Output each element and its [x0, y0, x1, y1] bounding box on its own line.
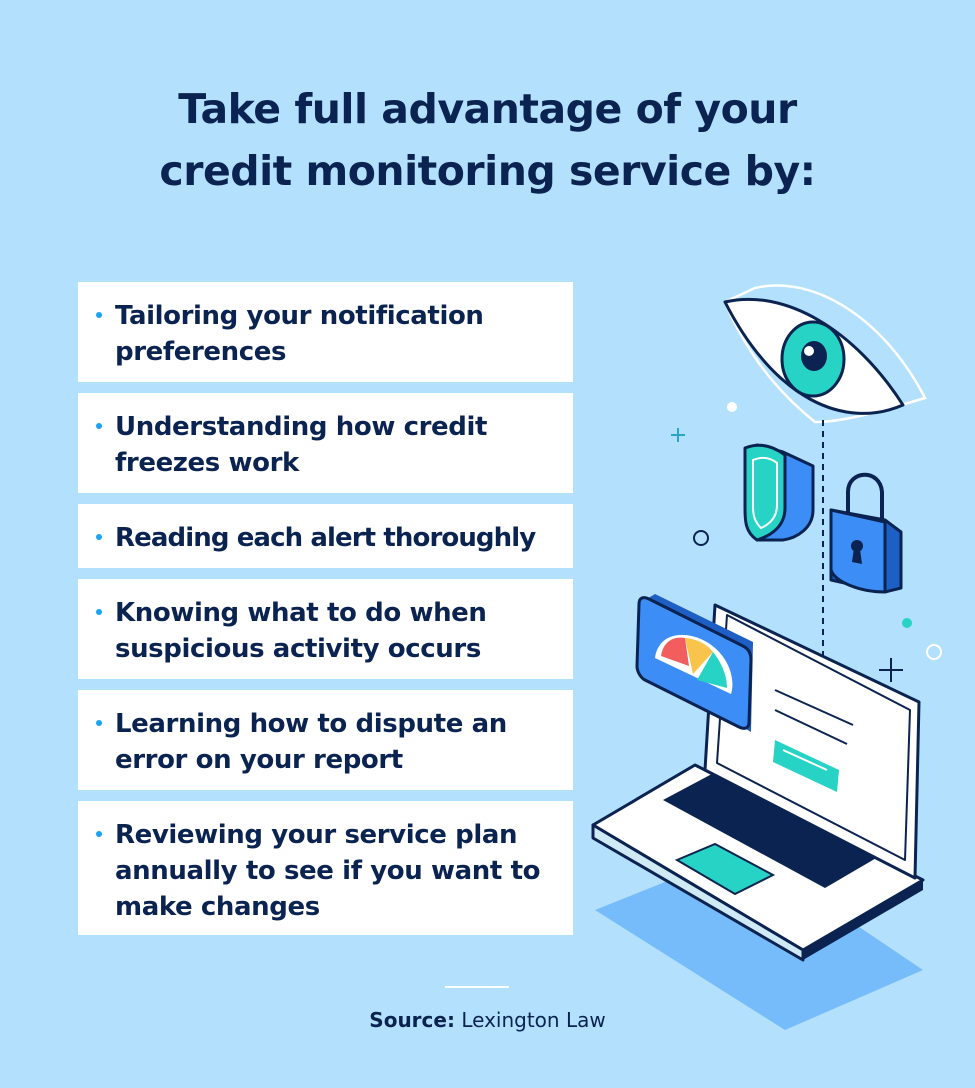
- eye-icon: [723, 284, 927, 424]
- list-item-text: Knowing what to do when suspicious activ…: [115, 598, 487, 664]
- bullet-icon: [96, 534, 102, 540]
- list-item: Knowing what to do when suspicious activ…: [78, 579, 573, 679]
- divider: [445, 986, 509, 988]
- page-title: Take full advantage of your credit monit…: [0, 78, 975, 202]
- list-item: Learning how to dispute an error on your…: [78, 690, 573, 790]
- list-item-text: Reviewing your service plan annually to …: [115, 820, 541, 922]
- bullet-icon: [96, 831, 102, 837]
- shield-icon: [743, 443, 815, 542]
- list-item: Understanding how credit freezes work: [78, 393, 573, 493]
- bullet-icon: [96, 720, 102, 726]
- security-illustration: [591, 284, 942, 1030]
- title-line-1: Take full advantage of your: [178, 85, 797, 133]
- list-item: Reading each alert thoroughly: [78, 504, 573, 568]
- list-item-text: Reading each alert thoroughly: [115, 523, 536, 553]
- sparkle-decoration: [671, 402, 942, 682]
- source-label: Source:: [369, 1008, 455, 1032]
- bullet-icon: [96, 423, 102, 429]
- list-item: Reviewing your service plan annually to …: [78, 801, 573, 935]
- source-attribution: Source: Lexington Law: [0, 1008, 975, 1032]
- title-line-2: credit monitoring service by:: [159, 147, 816, 195]
- bullet-icon: [96, 312, 102, 318]
- laptop-shadow: [595, 850, 923, 1030]
- list-item-text: Tailoring your notification preferences: [115, 301, 484, 367]
- source-value: Lexington Law: [461, 1008, 606, 1032]
- padlock-icon: [829, 472, 903, 594]
- bullet-icon: [96, 609, 102, 615]
- list-item: Tailoring your notification preferences: [78, 282, 573, 382]
- list-item-text: Understanding how credit freezes work: [115, 412, 488, 478]
- list-item-text: Learning how to dispute an error on your…: [115, 709, 507, 775]
- credit-score-gauge-icon: [635, 594, 753, 732]
